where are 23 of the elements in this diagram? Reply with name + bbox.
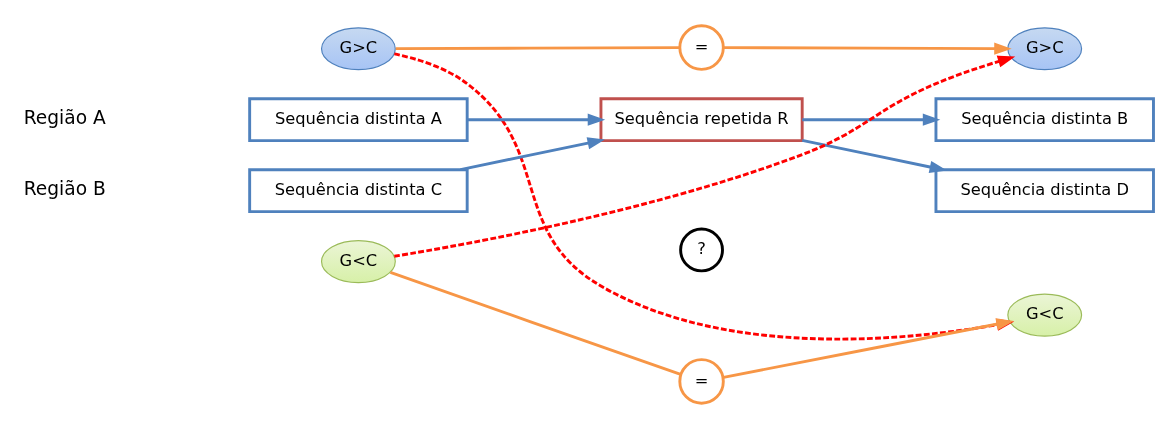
arrow [802, 113, 941, 126]
arrow [467, 113, 606, 126]
node-circle: = [678, 24, 725, 71]
node-box: Sequência repetida R [599, 97, 804, 143]
node-ellipse: G>C [320, 27, 396, 71]
arrow [394, 55, 1016, 258]
arrow [460, 137, 605, 172]
node-ellipse: G<C [1007, 293, 1083, 337]
arrow [394, 52, 1015, 341]
node-box: Sequência distinta B [934, 97, 1155, 143]
node-box: Sequência distinta C [248, 168, 469, 214]
node-ellipse: G>C [1007, 27, 1083, 71]
node-circle: ? [679, 227, 724, 273]
node-box: Sequência distinta A [248, 97, 469, 143]
arrow [723, 42, 1012, 55]
label: Região B [23, 178, 106, 200]
node-ellipse: G<C [320, 240, 396, 284]
arrow [723, 318, 1014, 379]
connector [395, 46, 680, 51]
connector [389, 271, 682, 376]
label: Região A [23, 107, 106, 129]
node-box: Sequência distinta D [934, 168, 1155, 214]
node-circle: = [678, 358, 725, 405]
